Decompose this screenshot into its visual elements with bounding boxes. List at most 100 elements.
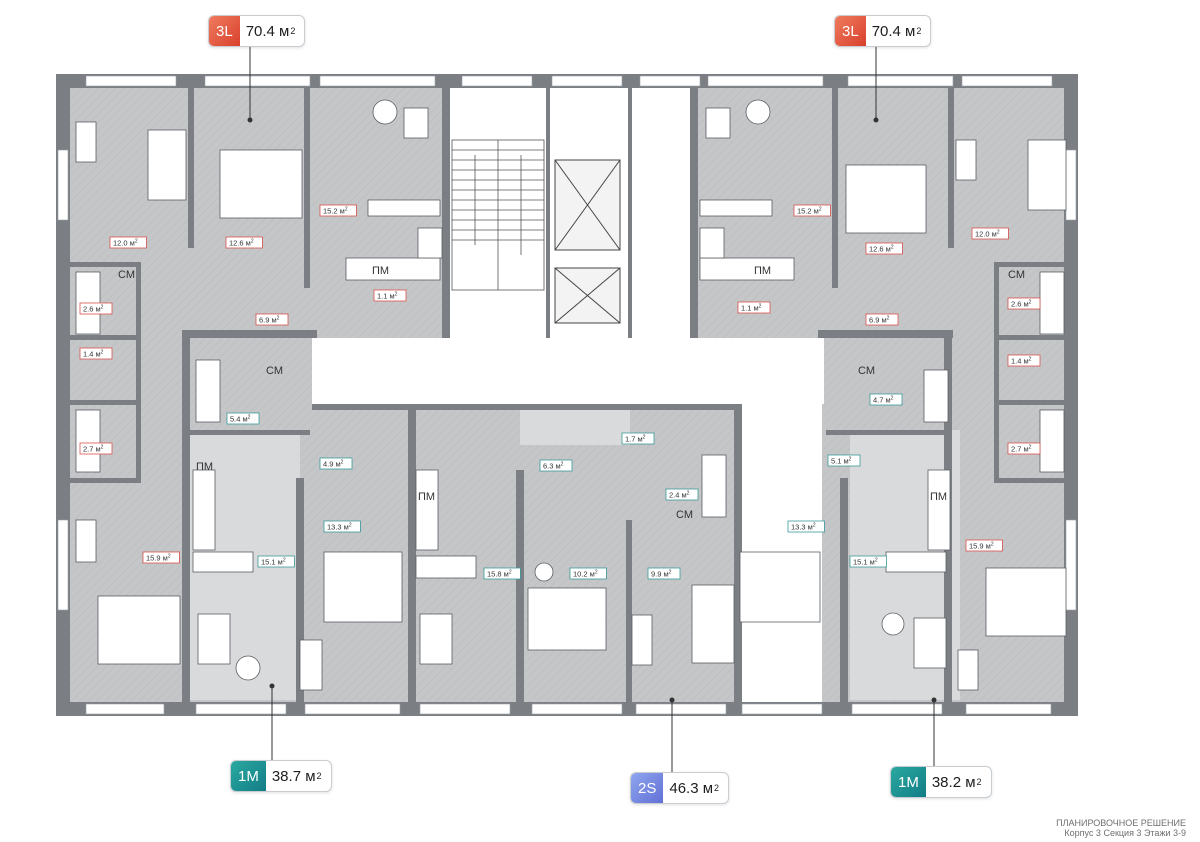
room-area-label: 12.0 м2	[113, 238, 138, 247]
room-area-box	[865, 242, 903, 255]
room-area-box	[827, 454, 861, 467]
washer-label: СМ	[676, 509, 693, 521]
apartment-code: 1M	[891, 767, 926, 797]
room-area-label: 10.2 м2	[573, 569, 598, 578]
dishwasher-label: ПМ	[930, 491, 947, 503]
room-area-label: 2.4 м2	[669, 490, 690, 499]
room-area-box	[971, 227, 1009, 240]
room-area-label: 15.1 м2	[261, 557, 286, 566]
room-area-box	[226, 412, 260, 425]
room-area-box	[1007, 354, 1041, 367]
room-area-unit-superscript: 2	[341, 459, 344, 465]
room-area-label: 5.1 м2	[831, 456, 852, 465]
area-unit-superscript: 2	[976, 777, 982, 787]
room-area-box	[865, 313, 899, 326]
room-area-unit-superscript: 2	[997, 229, 1000, 235]
room-area-unit-superscript: 2	[819, 206, 822, 212]
room-area-box	[319, 457, 353, 470]
apartment-area: 70.4 м	[871, 22, 916, 40]
room-area-box	[257, 555, 295, 568]
area-unit-superscript: 2	[916, 26, 922, 36]
room-area-box	[621, 432, 655, 445]
room-area-box	[319, 204, 357, 217]
room-area-box	[109, 236, 147, 249]
room-area-box	[255, 313, 289, 326]
room-area-unit-superscript: 2	[1029, 299, 1032, 305]
room-area-unit-superscript: 2	[887, 315, 890, 321]
room-area-unit-superscript: 2	[669, 569, 672, 575]
room-area-label: 12.0 м2	[975, 229, 1000, 238]
apartment-code: 2S	[631, 773, 664, 803]
room-area-box	[539, 459, 573, 472]
apartment-area: 46.3 м	[669, 779, 714, 797]
room-area-label: 12.6 м2	[869, 244, 894, 253]
room-area-unit-superscript: 2	[135, 238, 138, 244]
room-area-label: 6.9 м2	[869, 315, 890, 324]
room-area-label: 15.2 м2	[323, 206, 348, 215]
room-area-box	[737, 301, 771, 314]
room-area-label: 1.1 м2	[741, 303, 762, 312]
room-area-label: 1.4 м2	[1011, 356, 1032, 365]
room-area-unit-superscript: 2	[509, 569, 512, 575]
room-area-unit-superscript: 2	[345, 206, 348, 212]
apartment-code: 1M	[231, 761, 266, 791]
room-area-box	[1007, 442, 1041, 455]
room-area-label: 2.7 м2	[83, 444, 104, 453]
staircase	[451, 139, 545, 291]
room-area-box	[849, 555, 887, 568]
lift-shafts	[554, 159, 621, 324]
room-area-label: 6.3 м2	[543, 461, 564, 470]
caption-title: ПЛАНИРОВОЧНОЕ РЕШЕНИЕ	[1056, 818, 1186, 828]
room-area-unit-superscript: 2	[251, 238, 254, 244]
room-area-unit-superscript: 2	[168, 553, 171, 559]
room-area-unit-superscript: 2	[349, 522, 352, 528]
room-area-label: 15.9 м2	[146, 553, 171, 562]
dishwasher-label: ПМ	[418, 491, 435, 503]
room-area-unit-superscript: 2	[248, 414, 251, 420]
washer-label: СМ	[858, 365, 875, 377]
room-area-unit-superscript: 2	[283, 557, 286, 563]
room-area-unit-superscript: 2	[1029, 356, 1032, 362]
room-area-box	[647, 567, 681, 580]
room-area-box	[665, 488, 699, 501]
dishwasher-label: ПМ	[372, 265, 389, 277]
room-area-box	[79, 442, 113, 455]
room-area-label: 1.1 м2	[377, 291, 398, 300]
area-unit-superscript: 2	[714, 783, 720, 793]
room-area-label: 6.9 м2	[259, 315, 280, 324]
room-area-box	[373, 289, 407, 302]
washer-label: СМ	[118, 269, 135, 281]
room-area-unit-superscript: 2	[595, 569, 598, 575]
fixture-labels: СМ СМ СМ СМ СМ ПМ ПМ ПМ ПМ ПМ	[118, 265, 1025, 521]
room-area-unit-superscript: 2	[849, 456, 852, 462]
room-area-unit-superscript: 2	[101, 349, 104, 355]
dishwasher-label: ПМ	[754, 265, 771, 277]
plan-caption: ПЛАНИРОВОЧНОЕ РЕШЕНИЕ Корпус 3 Секция 3 …	[1056, 818, 1186, 838]
apartment-code: 3L	[835, 16, 866, 46]
room-area-unit-superscript: 2	[561, 461, 564, 467]
room-area-box	[483, 567, 521, 580]
room-area-unit-superscript: 2	[759, 303, 762, 309]
room-area-unit-superscript: 2	[1029, 444, 1032, 450]
room-area-box	[965, 539, 1003, 552]
room-area-unit-superscript: 2	[643, 434, 646, 440]
room-area-box	[225, 236, 263, 249]
room-area-label: 1.4 м2	[83, 349, 104, 358]
room-area-box	[793, 204, 831, 217]
apartment-area: 70.4 м	[245, 22, 290, 40]
room-area-box	[142, 551, 180, 564]
room-area-label: 1.7 м2	[625, 434, 646, 443]
room-area-unit-superscript: 2	[875, 557, 878, 563]
windows-bottom	[85, 703, 1052, 715]
furniture	[75, 99, 1067, 691]
apartment-area: 38.7 м	[271, 767, 316, 785]
room-area-box	[569, 567, 607, 580]
room-area-label: 15.8 м2	[487, 569, 512, 578]
